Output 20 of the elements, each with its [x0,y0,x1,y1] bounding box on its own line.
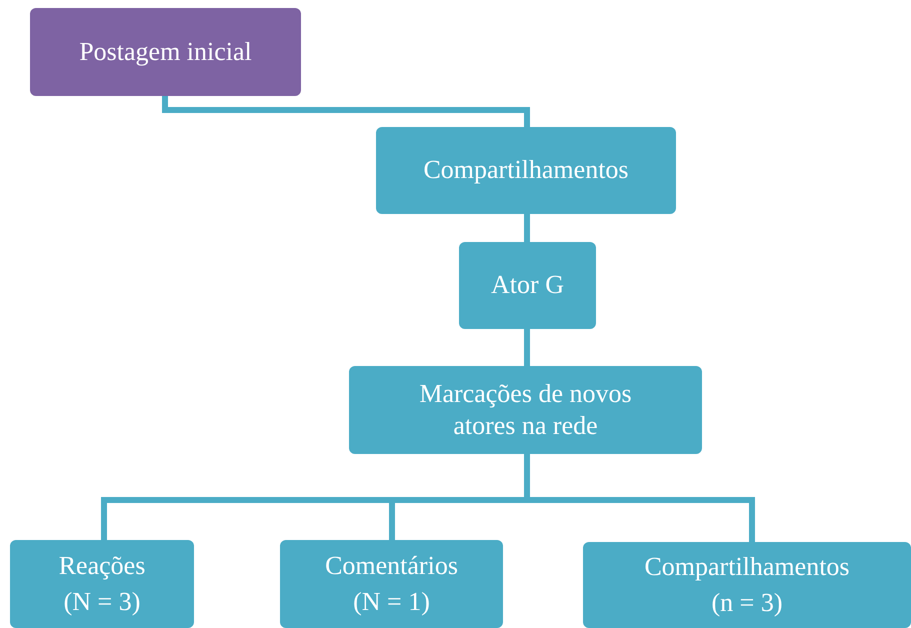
box-label: (N = 3) [64,586,140,618]
box-label: Compartilhamentos [423,154,629,186]
connector-line [524,329,530,366]
box-label: Ator G [491,269,564,302]
connector-line [162,96,530,127]
process-box [10,540,194,628]
process-box [280,540,503,628]
process-box [583,542,911,628]
connector-line [524,214,530,242]
process-box [459,242,596,329]
box-label: Comentários [325,550,458,582]
process-box [30,8,301,96]
process-box [376,127,676,214]
box-label: Reações [58,550,146,582]
box-label: (N = 1) [353,586,430,618]
process-box [349,366,702,454]
box-label: Marcações de novos atores na rede [418,378,633,442]
box-label: Compartilhamentos [644,550,850,582]
box-label: Postagem inicial [79,36,252,68]
box-label: (n = 3) [712,587,782,619]
